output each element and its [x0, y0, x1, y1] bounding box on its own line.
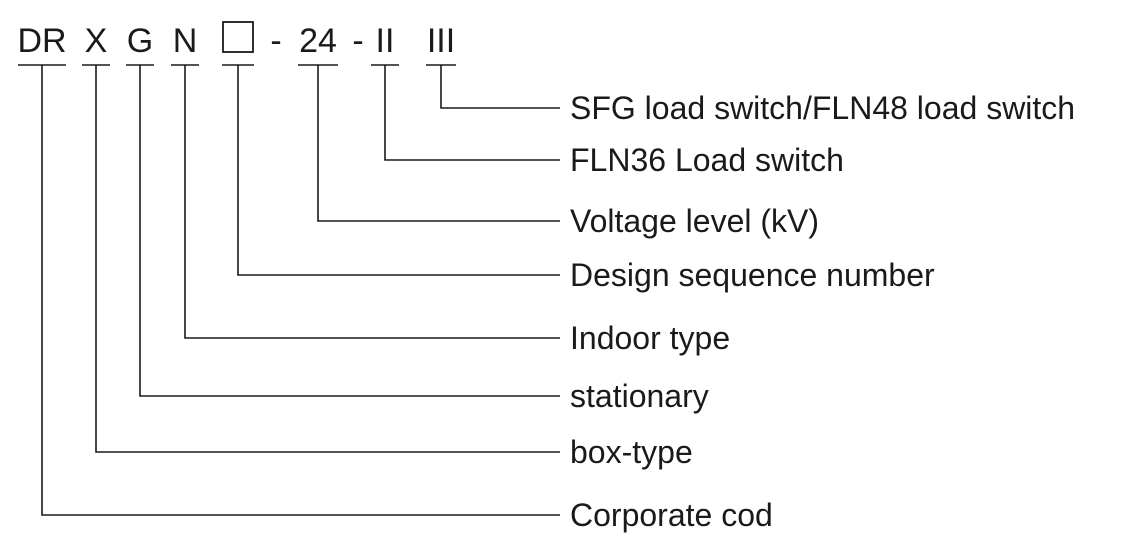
leader-iii: [440, 65, 560, 109]
label-box-type: box-type: [570, 434, 693, 470]
leader-box: [237, 65, 560, 276]
code-segment-n: N: [173, 22, 198, 60]
label-ii: FLN36 Load switch: [570, 142, 844, 178]
description-labels: SFG load switch/FLN48 load switch FLN36 …: [570, 90, 1075, 533]
leader-g: [139, 65, 560, 397]
model-code: DR X G N - 24 - II III: [17, 21, 455, 60]
code-segment-dr: DR: [17, 22, 66, 60]
label-iii: SFG load switch/FLN48 load switch: [570, 90, 1075, 126]
leader-ii: [384, 65, 560, 161]
label-stationary: stationary: [570, 378, 709, 414]
leader-lines: [41, 65, 560, 516]
leader-n: [184, 65, 560, 339]
leader-dr: [41, 65, 560, 516]
label-indoor-type: Indoor type: [570, 320, 730, 356]
code-segment-x: X: [85, 22, 108, 60]
leader-voltage: [317, 65, 560, 222]
label-design-sequence: Design sequence number: [570, 257, 935, 293]
code-segment-dash-1: -: [270, 22, 281, 60]
label-voltage: Voltage level (kV): [570, 203, 819, 239]
code-segment-iii: III: [427, 22, 455, 60]
code-segment-voltage: 24: [299, 22, 337, 60]
code-segment-g: G: [127, 22, 153, 60]
label-corporate-code: Corporate cod: [570, 497, 773, 533]
design-sequence-box: [222, 21, 254, 53]
code-segment-dash-2: -: [352, 22, 363, 60]
code-segment-ii: II: [376, 22, 395, 60]
leader-x: [95, 65, 560, 453]
